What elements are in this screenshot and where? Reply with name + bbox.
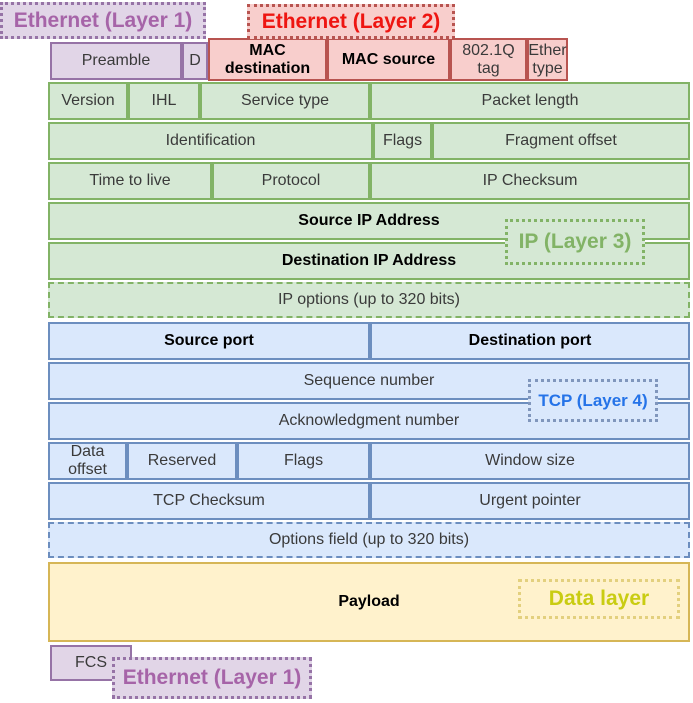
field-ihl: IHL <box>128 82 200 120</box>
field-start-delimiter: D <box>182 42 208 80</box>
field-packet-length: Packet length <box>370 82 690 120</box>
field-ether-type: Ether type <box>527 38 568 81</box>
label-ethernet-layer2: Ethernet (Layer 2) <box>247 4 455 39</box>
field-ip-flags: Flags <box>373 122 432 160</box>
field-source-port: Source port <box>48 322 370 360</box>
label-ip-layer3: IP (Layer 3) <box>505 219 645 265</box>
field-preamble: Preamble <box>50 42 182 80</box>
field-reserved: Reserved <box>127 442 237 480</box>
field-version: Version <box>48 82 128 120</box>
field-protocol: Protocol <box>212 162 370 200</box>
field-service-type: Service type <box>200 82 370 120</box>
label-tcp-layer4: TCP (Layer 4) <box>528 379 658 422</box>
label-data-layer: Data layer <box>518 579 680 619</box>
label-ethernet-layer1-top: Ethernet (Layer 1) <box>0 2 206 39</box>
field-identification: Identification <box>48 122 373 160</box>
field-tcp-options: Options field (up to 320 bits) <box>48 522 690 558</box>
field-tcp-checksum: TCP Checksum <box>48 482 370 520</box>
field-tcp-flags: Flags <box>237 442 370 480</box>
field-fragment-offset: Fragment offset <box>432 122 690 160</box>
label-ethernet-layer1-bottom: Ethernet (Layer 1) <box>112 657 312 699</box>
field-data-offset: Data offset <box>48 442 127 480</box>
field-time-to-live: Time to live <box>48 162 212 200</box>
field-destination-port: Destination port <box>370 322 690 360</box>
field-window-size: Window size <box>370 442 690 480</box>
field-ip-checksum: IP Checksum <box>370 162 690 200</box>
field-mac-destination: MAC destination <box>208 38 327 81</box>
field-8021q-tag: 802.1Q tag <box>450 38 527 81</box>
field-mac-source: MAC source <box>327 38 450 81</box>
field-ip-options: IP options (up to 320 bits) <box>48 282 690 318</box>
field-urgent-pointer: Urgent pointer <box>370 482 690 520</box>
